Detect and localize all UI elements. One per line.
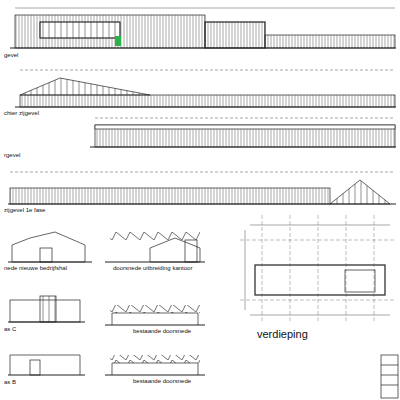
view-label: bestaande doorsnede — [132, 378, 192, 385]
view-label: zijgevel 1e fase — [3, 207, 46, 214]
view-label: nede nieuwe bedrijfshal — [3, 265, 68, 272]
view-label: bestaande doorsnede — [132, 328, 192, 335]
view-label: verdieping — [256, 328, 309, 340]
view-label: chter zijgevel — [3, 110, 40, 117]
view-label: as C — [3, 326, 17, 333]
view-label: doorsnede uitbreiding kantoor — [112, 265, 193, 272]
view-label: rgevel — [3, 152, 21, 159]
view-label: as B — [3, 379, 17, 386]
view-label: gevel — [3, 52, 19, 59]
